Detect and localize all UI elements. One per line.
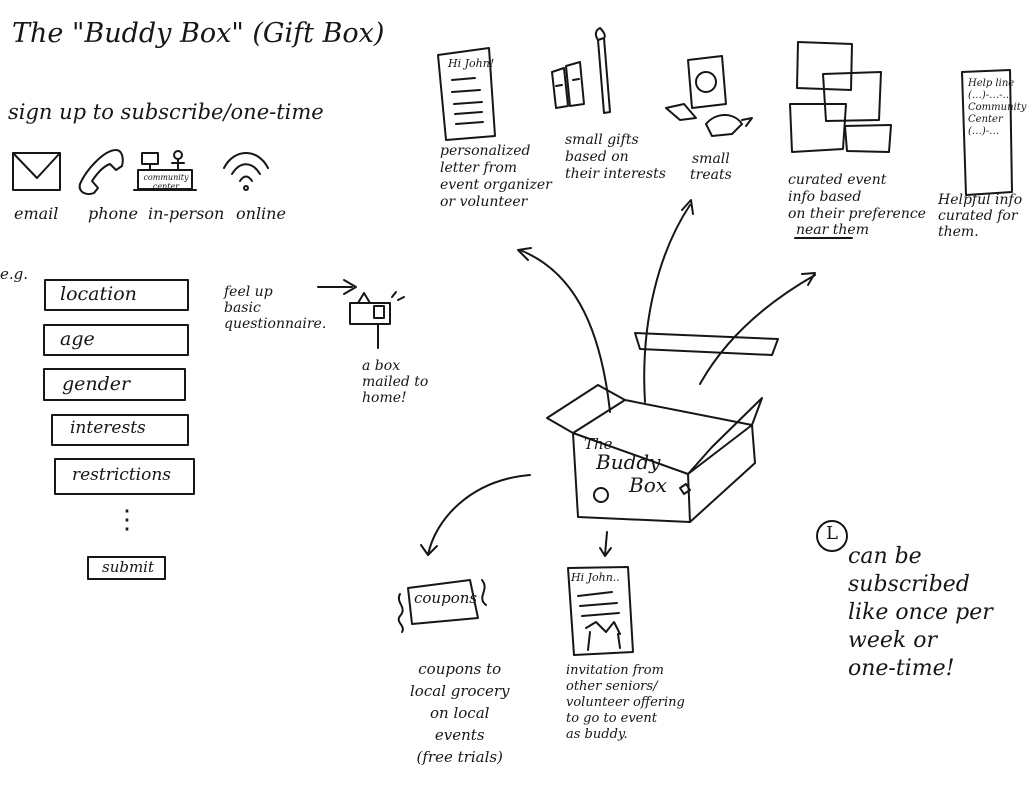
community-center-desk-icon	[133, 150, 197, 191]
note-badge-letter: L	[826, 523, 838, 544]
mail-box-icon	[317, 279, 405, 349]
channel-label-online: online	[236, 204, 286, 223]
mail-caption: a box mailed to home!	[362, 358, 429, 406]
invitation-sheet-text: Hi John..	[571, 571, 620, 584]
letter-sheet-text: Hi John!	[448, 57, 495, 70]
channel-label-phone: phone	[88, 204, 138, 223]
event-info-caption: curated event info based on their prefer…	[788, 172, 926, 222]
coupon-caption: coupons to local grocery on local events…	[410, 660, 510, 766]
form-field-interests: interests	[70, 418, 146, 438]
info-sheet-icon	[961, 69, 1013, 196]
wifi-icon	[223, 152, 269, 191]
paint-gifts-icon	[551, 27, 611, 114]
helpful-info-caption: Helpful info curated for them.	[938, 192, 1023, 240]
gifts-caption: small gifts based on their interests	[565, 132, 666, 182]
letter-icon	[437, 47, 496, 141]
envelope-icon	[12, 152, 61, 191]
questionnaire-note: feel up basic questionnaire.	[224, 284, 327, 332]
questionnaire-form	[43, 279, 195, 580]
page-title: The "Buddy Box" (Gift Box)	[12, 18, 385, 49]
eg-label: e.g.	[0, 265, 29, 283]
phone-icon	[78, 149, 124, 195]
event-cards-icon	[789, 41, 892, 153]
form-field-restrictions: restrictions	[72, 465, 172, 485]
buddy-box-icon	[546, 332, 779, 523]
invitation-icon	[567, 566, 634, 656]
invitation-caption: invitation from other seniors/ volunteer…	[566, 663, 685, 742]
box-text-box: Box	[629, 473, 668, 497]
form-field-age: age	[60, 328, 95, 350]
signup-heading: sign up to subscribe/one-time	[8, 100, 324, 124]
coupon-icon	[397, 579, 487, 633]
coupon-tag: coupons	[414, 589, 478, 607]
info-sheet-text: Help line (…)-…-… Community Center (…)-…	[968, 78, 1027, 137]
letter-caption: personalized letter from event organizer…	[440, 143, 552, 210]
box-text-the: The	[584, 435, 613, 453]
treats-icon	[665, 55, 753, 137]
note-badge-circle	[816, 520, 848, 552]
submit-button: submit	[102, 558, 155, 576]
form-field-gender: gender	[62, 373, 131, 395]
event-info-caption-near-them: near them	[796, 222, 869, 238]
form-field-location: location	[60, 283, 137, 305]
box-text-buddy: Buddy	[596, 450, 661, 474]
channel-label-email: email	[14, 204, 59, 223]
arrows	[420, 199, 816, 557]
form-ellipsis: ⋮	[114, 505, 140, 535]
subscription-note: can be subscribed like once per week or …	[848, 544, 993, 681]
community-center-sign: community center	[143, 173, 189, 191]
treats-caption: small treats	[690, 151, 732, 183]
channel-label-in-person: in-person	[148, 204, 225, 223]
